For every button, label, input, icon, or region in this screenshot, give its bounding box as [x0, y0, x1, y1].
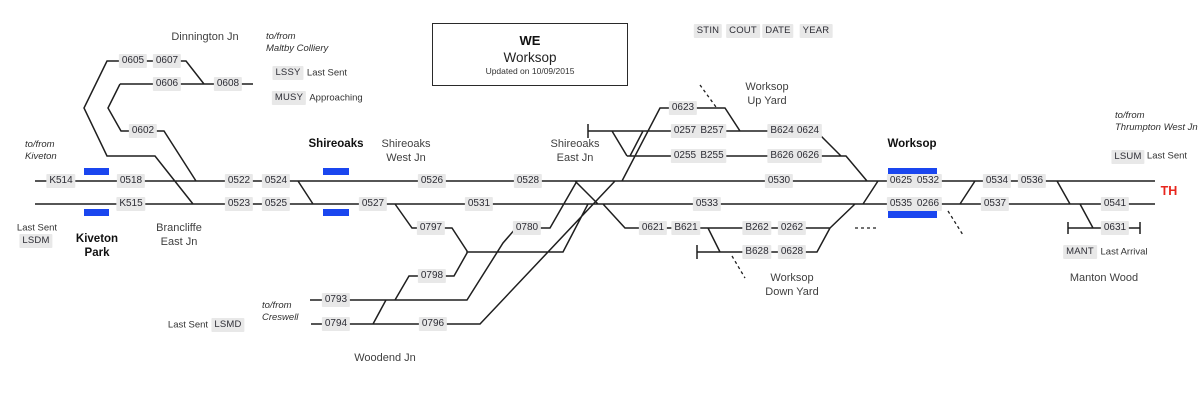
- diagram-name: Worksop: [503, 49, 557, 65]
- button-date[interactable]: DATE: [762, 24, 794, 38]
- legend-label: Approaching: [309, 92, 363, 104]
- berth-0621[interactable]: 0621: [638, 221, 668, 235]
- berth-K514[interactable]: K514: [46, 174, 76, 188]
- berth-0534[interactable]: 0534: [982, 174, 1012, 188]
- berth-0530[interactable]: 0530: [764, 174, 794, 188]
- place-label-woodendjn: Woodend Jn: [354, 352, 416, 364]
- dashed-continuations: [699, 84, 964, 279]
- berth-B626[interactable]: B626: [767, 149, 797, 163]
- berth-B624[interactable]: B624: [767, 124, 797, 138]
- berth-0796[interactable]: 0796: [418, 317, 448, 331]
- berth-0625[interactable]: 0625: [886, 174, 916, 188]
- berth-0527[interactable]: 0527: [358, 197, 388, 211]
- diagram-updated-date: Updated on 10/09/2015: [485, 65, 575, 76]
- button-cout[interactable]: COUT: [726, 24, 760, 38]
- status-label: Last Sent: [167, 319, 209, 331]
- berth-0607[interactable]: 0607: [152, 54, 182, 68]
- th-route-flag: TH: [1160, 184, 1178, 198]
- berth-0535[interactable]: 0535: [886, 197, 916, 211]
- berth-0522[interactable]: 0522: [224, 174, 254, 188]
- berth-0605[interactable]: 0605: [118, 54, 148, 68]
- button-stin[interactable]: STIN: [693, 24, 723, 38]
- berth-0533[interactable]: 0533: [692, 197, 722, 211]
- berth-0526[interactable]: 0526: [417, 174, 447, 188]
- berth-0524[interactable]: 0524: [261, 174, 291, 188]
- berth-B257[interactable]: B257: [697, 124, 727, 138]
- berth-0257[interactable]: 0257: [670, 124, 700, 138]
- berth-0798[interactable]: 0798: [417, 269, 447, 283]
- buffer-stops: [587, 124, 1141, 259]
- berth-0602[interactable]: 0602: [128, 124, 158, 138]
- platform-bar: [323, 209, 349, 216]
- status-label: Last Arrival: [1100, 246, 1148, 258]
- berth-0626[interactable]: 0626: [793, 149, 823, 163]
- berth-0624[interactable]: 0624: [793, 124, 823, 138]
- berth-0797[interactable]: 0797: [416, 221, 446, 235]
- legend-label: Last Sent: [306, 67, 348, 79]
- berth-0532[interactable]: 0532: [913, 174, 943, 188]
- place-label-dinningtonjn: Dinnington Jn: [171, 31, 239, 43]
- berth-0255[interactable]: 0255: [670, 149, 700, 163]
- status-code-lsdm: LSDM: [19, 234, 53, 248]
- platform-bar: [84, 168, 109, 175]
- berth-0541[interactable]: 0541: [1100, 197, 1130, 211]
- legend-code-musy: MUSY: [271, 91, 307, 105]
- berth-0608[interactable]: 0608: [213, 77, 243, 91]
- berth-0528[interactable]: 0528: [513, 174, 543, 188]
- berth-0628[interactable]: 0628: [777, 245, 807, 259]
- berth-0537[interactable]: 0537: [980, 197, 1010, 211]
- berth-0623[interactable]: 0623: [668, 101, 698, 115]
- berth-0518[interactable]: 0518: [116, 174, 146, 188]
- berth-0266[interactable]: 0266: [913, 197, 943, 211]
- berth-0631[interactable]: 0631: [1100, 221, 1130, 235]
- berth-0780[interactable]: 0780: [512, 221, 542, 235]
- berth-B628[interactable]: B628: [742, 245, 772, 259]
- legend-code-lssy: LSSY: [272, 66, 304, 80]
- status-code-lsum: LSUM: [1111, 150, 1145, 164]
- berth-B621[interactable]: B621: [671, 221, 701, 235]
- status-code-lsmd: LSMD: [211, 318, 245, 332]
- berth-0794[interactable]: 0794: [321, 317, 351, 331]
- diagram-code: WE: [519, 32, 541, 48]
- berth-B262[interactable]: B262: [742, 221, 772, 235]
- platform-bar: [323, 168, 349, 175]
- platform-bar: [888, 211, 937, 218]
- berth-0793[interactable]: 0793: [321, 293, 351, 307]
- button-year[interactable]: YEAR: [799, 24, 833, 38]
- place-label-mantonwood: Manton Wood: [1069, 272, 1139, 284]
- berth-B255[interactable]: B255: [697, 149, 727, 163]
- berth-0531[interactable]: 0531: [464, 197, 494, 211]
- place-label-shireoaks: Shireoaks: [308, 138, 364, 150]
- status-label: Last Sent: [1146, 150, 1188, 162]
- berth-0262[interactable]: 0262: [777, 221, 807, 235]
- status-label: Last Sent: [16, 222, 58, 234]
- track-lines: [35, 60, 1155, 325]
- berth-K515[interactable]: K515: [116, 197, 146, 211]
- berth-0523[interactable]: 0523: [224, 197, 254, 211]
- berth-0606[interactable]: 0606: [152, 77, 182, 91]
- place-label-worksop: Worksop: [887, 138, 937, 150]
- platform-bar: [888, 168, 937, 175]
- diagram-title-box: WE Worksop Updated on 10/09/2015: [432, 23, 628, 86]
- platform-bar: [84, 209, 109, 216]
- berth-0536[interactable]: 0536: [1017, 174, 1047, 188]
- berth-0525[interactable]: 0525: [261, 197, 291, 211]
- status-code-mant: MANT: [1063, 245, 1097, 259]
